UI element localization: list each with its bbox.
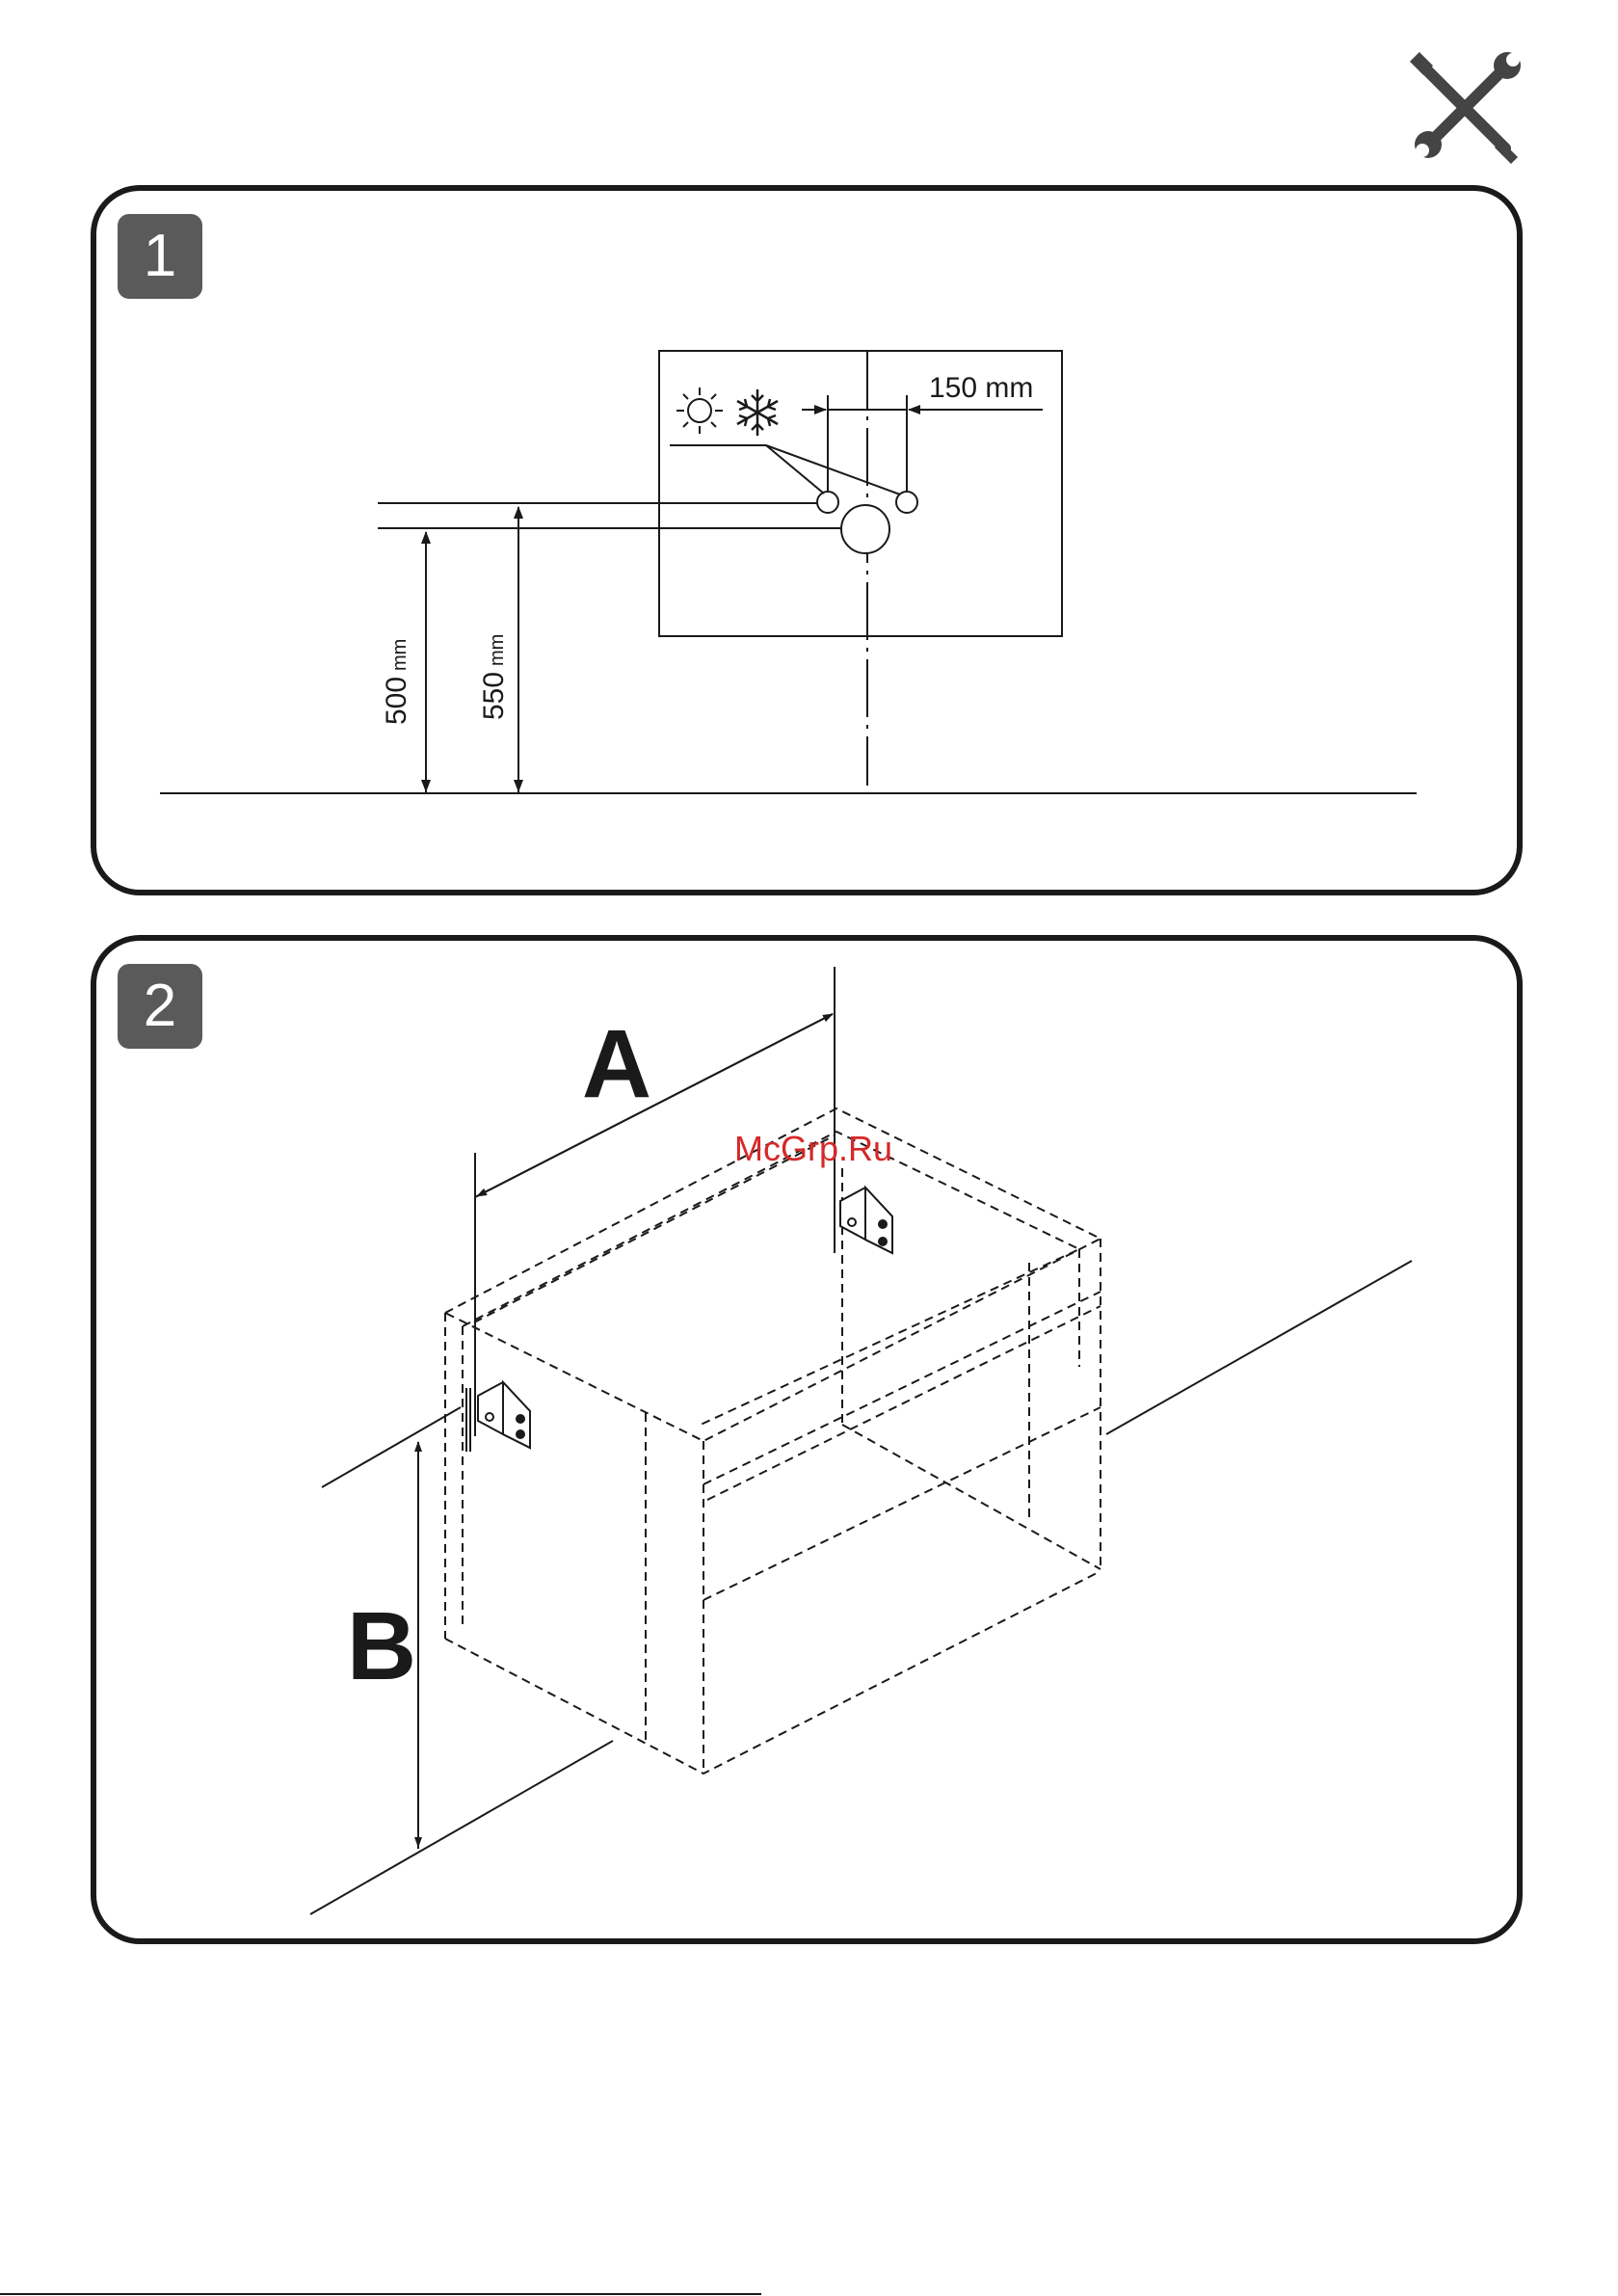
step-number-1: 1 <box>144 223 176 289</box>
snowflake-icon <box>737 389 778 436</box>
dim-150-label: 150 mm <box>929 372 1033 404</box>
panel-1: 1 <box>93 188 1520 893</box>
drain-pipe <box>841 505 889 553</box>
dimension-b-label: B <box>347 1592 416 1700</box>
step-badge-1: 1 <box>118 214 202 299</box>
step-badge-2: 2 <box>118 964 202 1049</box>
pipe-hot <box>817 492 838 513</box>
dim-500-label: 500 <box>381 677 412 725</box>
wrench-screwdriver-icon <box>1410 52 1521 164</box>
dim-550-unit: mm <box>487 634 508 666</box>
wall-cabinet-outline <box>445 1108 1101 1774</box>
watermark-text: McGrp.Ru <box>734 1129 892 1168</box>
wall-floor-line-upper <box>322 1407 461 1487</box>
step-number-2: 2 <box>144 973 176 1039</box>
dim-500-unit: mm <box>389 639 411 671</box>
dim-550-label: 550 <box>478 672 510 720</box>
wall-floor-line-lower <box>310 1741 613 1914</box>
panel-2: 2 A B <box>93 938 1520 1941</box>
sun-icon <box>676 387 723 434</box>
dimension-a-label: A <box>582 1010 651 1118</box>
